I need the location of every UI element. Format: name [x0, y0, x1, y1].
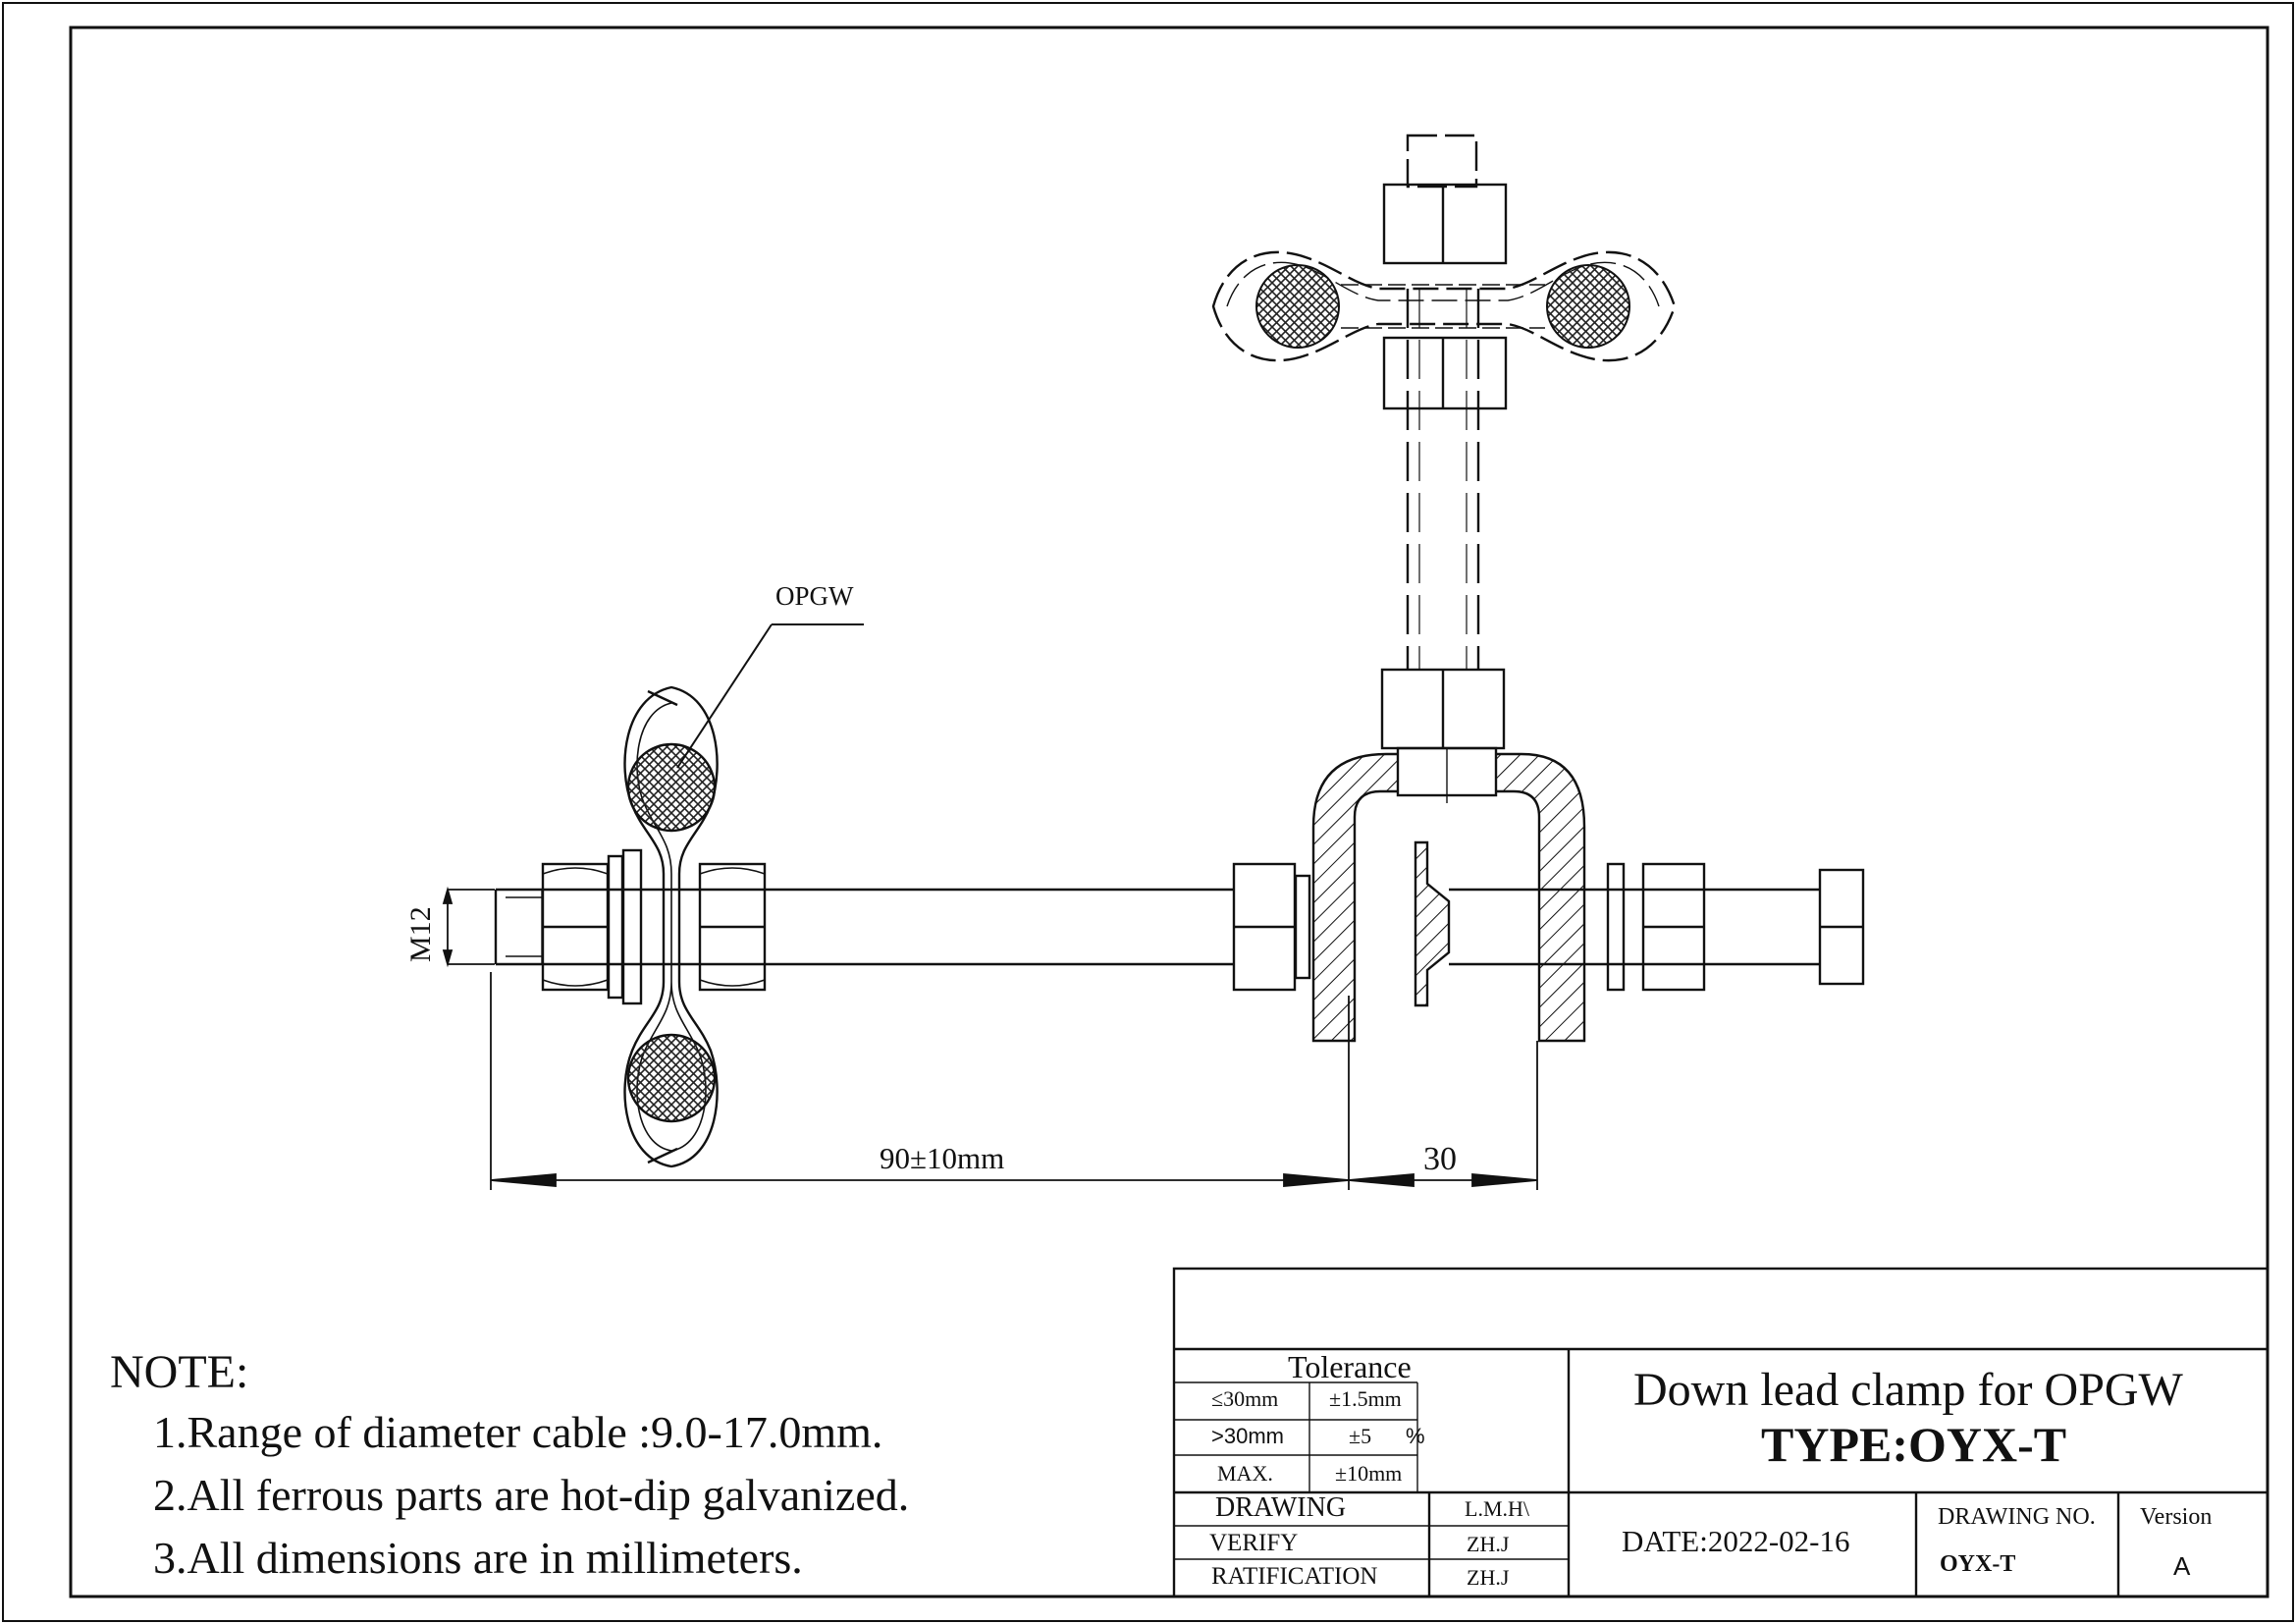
bracket-bolt [1414, 840, 1865, 1007]
tolerance-value-1: ±1.5mm [1329, 1386, 1402, 1411]
version-value: A [2173, 1551, 2191, 1581]
tolerance-value-2: ±5 [1349, 1424, 1372, 1448]
tolerance-unit-2: % [1406, 1424, 1425, 1448]
signoff-name-ratification: ZH.J [1467, 1565, 1510, 1590]
opgw-leader [676, 623, 864, 769]
dimension-lines [442, 886, 1538, 1190]
drawing-number-value: OYX-T [1940, 1551, 2016, 1577]
tolerance-range-2: >30mm [1211, 1424, 1284, 1448]
version-label: Version [2140, 1504, 2213, 1530]
left-cable-clamp [623, 685, 719, 1168]
tolerance-range-1: ≤30mm [1211, 1386, 1279, 1411]
top-cable-clamp [1211, 134, 1677, 410]
signoff-name-drawing: L.M.H\ [1465, 1496, 1529, 1521]
note-item-1: 1.Range of diameter cable :9.0-17.0mm. [153, 1407, 883, 1457]
drawing-date: DATE:2022-02-16 [1622, 1524, 1850, 1558]
signoff-role-verify: VERIFY [1209, 1530, 1299, 1556]
inner-frame [69, 26, 2269, 1598]
bolt-assembly [494, 848, 1311, 1005]
note-item-2: 2.All ferrous parts are hot-dip galvaniz… [153, 1470, 910, 1520]
u-bracket [1311, 746, 1586, 1043]
opgw-label: OPGW [775, 581, 854, 611]
signoff-name-verify: ZH.J [1467, 1532, 1510, 1556]
tolerance-title: Tolerance [1288, 1349, 1412, 1384]
drawing-number-label: DRAWING NO. [1938, 1504, 2096, 1530]
signoff-role-drawing: DRAWING [1215, 1492, 1347, 1523]
note-item-3: 3.All dimensions are in millimeters. [153, 1533, 803, 1583]
drawing-title: Down lead clamp for OPGW [1633, 1364, 2183, 1416]
length-dimension-label: 90±10mm [880, 1141, 1005, 1175]
drawing-type: TYPE:OYX-T [1761, 1417, 2067, 1472]
signoff-role-ratification: RATIFICATION [1211, 1563, 1378, 1590]
vertical-stud [1380, 289, 1506, 750]
notes-heading: NOTE: [110, 1346, 249, 1398]
tolerance-value-3: ±10mm [1335, 1461, 1403, 1486]
tolerance-range-3: MAX. [1217, 1461, 1273, 1486]
title-block-grid [1172, 1267, 2269, 1598]
thread-size-label: M12 [404, 906, 437, 962]
width-dimension-label: 30 [1423, 1141, 1457, 1177]
